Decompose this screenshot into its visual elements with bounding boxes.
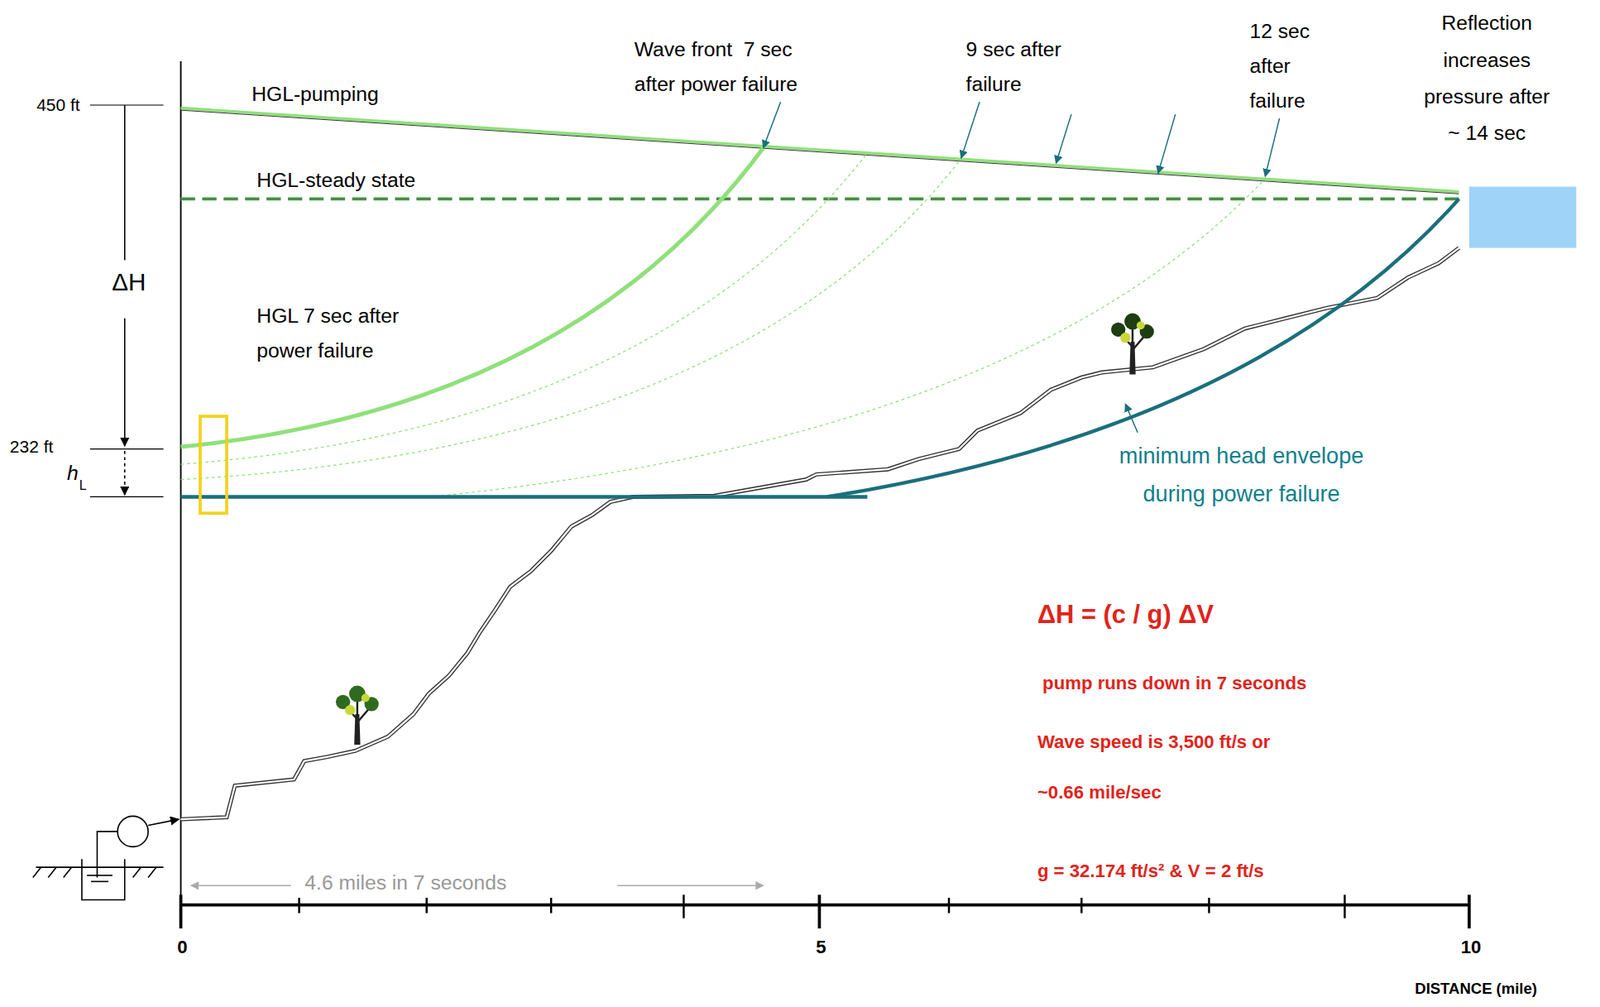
axis-value: 232 ft [8,436,55,457]
callout-label: 12 sec after failure [1247,14,1338,119]
dimension-subscript: L [77,477,89,493]
hgl-7sec-curve [181,148,764,447]
delta-h-arrow [124,105,126,495]
note: Wave speed is 3,500 ft/s or ~0.66 mile/s… [1035,716,1300,818]
distance-axis [181,894,1470,929]
formula: ΔH = (c / g) ΔV [1035,599,1216,629]
line-label: minimum head envelope during power failu… [1087,436,1397,513]
axis-tick-label: 0 [170,936,195,959]
axis-value: 450 ft [9,95,82,115]
pump-symbol [33,815,179,900]
line-label: HGL-pumping [249,82,381,106]
highlight-box [200,416,227,513]
note: Reflection increases pressure after ~ 14… [1416,4,1558,153]
tree-icon [335,685,379,746]
tree-icon [1111,313,1155,375]
vertical-axis [180,61,183,924]
callout-arrows [763,101,1281,433]
hgl-steady-line [181,198,1460,200]
callout-label: Wave front 7 sec after power failure [632,32,836,102]
distance-note: 4.6 miles in 7 seconds [302,871,508,895]
axis-tick-label: 5 [809,936,834,959]
note: g = 32.174 ft/s² & V = 2 ft/s [1035,860,1266,882]
note: pump runs down in 7 seconds [1040,672,1308,695]
dimension-label: ΔH [110,268,148,297]
reservoir [1469,186,1577,249]
line-label: HGL-steady state [254,168,417,192]
axis-title: DISTANCE (mile) [1413,979,1539,997]
hgl-pumping-line [181,108,1460,195]
axis-tick-label: 10 [1451,936,1491,959]
ground-profile [181,248,1460,820]
callout-label: 9 sec after failure [964,32,1101,102]
line-label: HGL 7 sec after power failure [254,298,452,369]
level-ticks [90,105,164,497]
